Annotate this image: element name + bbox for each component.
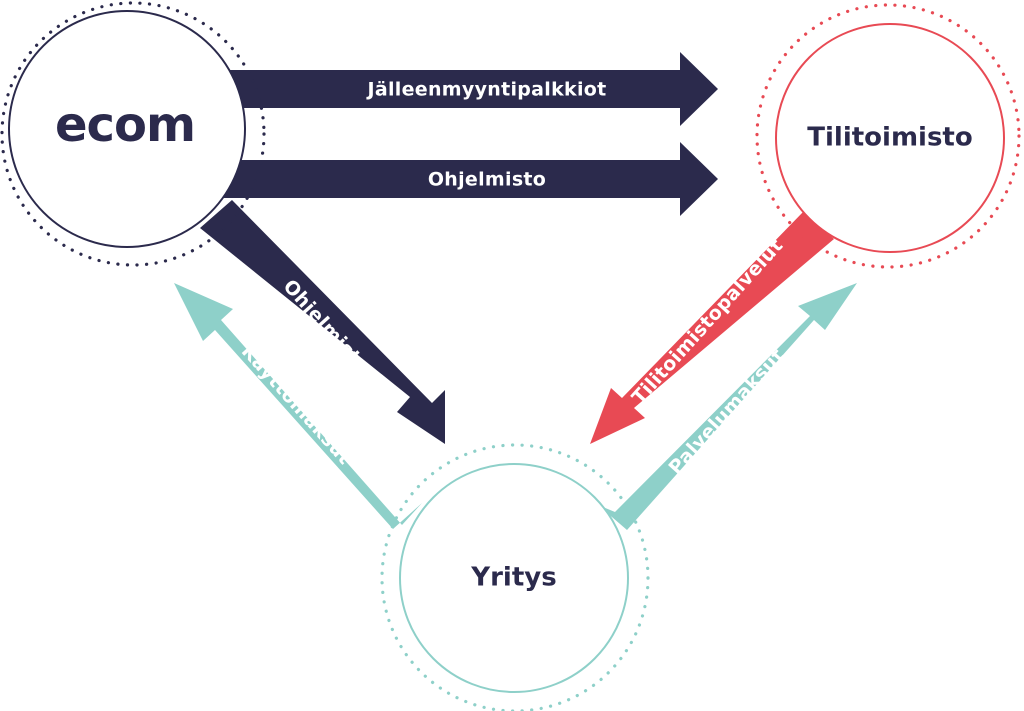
ecom-logo: ecom <box>55 97 195 153</box>
node-yritys-dotted-ring <box>380 443 650 711</box>
node-tilitoimisto: Tilitoimisto <box>755 3 1021 269</box>
node-yritys-circle <box>399 463 629 693</box>
node-tilitoimisto-label: Tilitoimisto <box>807 123 972 153</box>
arrow-palvelumaksut-shape <box>598 283 857 530</box>
node-ecom-circle <box>8 10 246 248</box>
node-yritys: Yritys <box>380 443 650 711</box>
node-tilitoimisto-circle <box>775 23 1005 253</box>
node-yritys-label: Yritys <box>470 563 556 593</box>
node-ecom-dotted-ring <box>0 1 266 267</box>
node-ecom: ecom <box>0 1 266 267</box>
arrow-jalleenmyyntipalkkiot-shape <box>220 52 718 126</box>
arrow-ohjelmisto-top-label: Ohjelmisto <box>428 169 546 191</box>
arrow-kayttomaksut-shape <box>174 283 422 529</box>
arrow-ohjelmisto-diagonal-label: Ohjelmisto <box>279 275 375 378</box>
arrow-ohjelmisto-diagonal: Ohjelmisto <box>200 200 445 444</box>
arrow-jalleenmyyntipalkkiot: Jälleenmyyntipalkkiot <box>220 52 718 126</box>
arrow-tilitoimistopalvelut-shape <box>590 212 834 444</box>
arrow-kayttomaksut-label: Käyttömaksut <box>237 340 356 469</box>
arrow-ohjelmisto-top: Ohjelmisto <box>220 142 718 216</box>
arrow-jalleenmyyntipalkkiot-label: Jälleenmyyntipalkkiot <box>365 79 606 101</box>
arrow-kayttomaksut: Käyttömaksut <box>174 283 422 529</box>
node-tilitoimisto-dotted-ring <box>755 3 1021 269</box>
arrow-ohjelmisto-top-shape <box>220 142 718 216</box>
arrow-tilitoimistopalvelut: Tilitoimistopalvelut <box>590 212 834 444</box>
arrow-ohjelmisto-diagonal-shape <box>200 200 445 444</box>
